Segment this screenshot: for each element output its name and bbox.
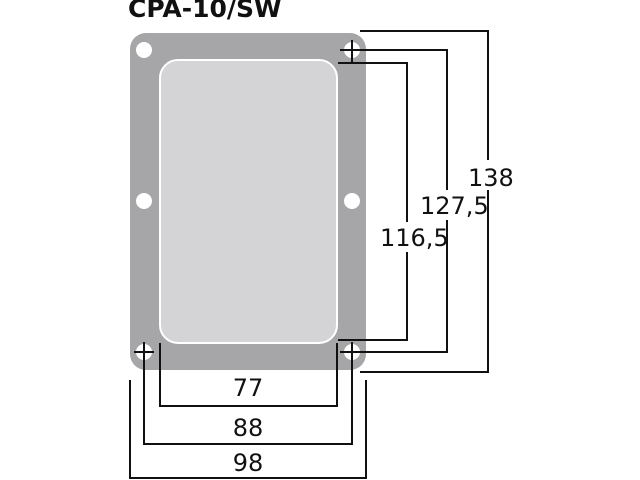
dimension-line-116-5 [338,62,408,341]
label-bg-116-5 [378,222,446,252]
label-overall-height: 138 [468,164,514,192]
label-cutout-width: 77 [233,374,264,402]
label-hole-spacing-width: 88 [233,414,264,442]
label-cutout-height: 116,5 [380,224,449,252]
diagram-title: CPA-10/SW [128,0,282,23]
dimension-line-77 [159,343,338,407]
dimension-line-138 [360,30,489,373]
inner-panel [159,59,338,344]
hole-top-left [136,42,152,58]
label-bg-138 [466,160,518,190]
hole-middle-left [136,193,152,209]
label-bg-127-5 [418,190,486,220]
label-overall-width: 98 [233,449,264,477]
hole-middle-right [344,193,360,209]
dimension-line-98 [129,380,367,479]
dimension-line-88 [134,342,353,445]
label-hole-spacing-height: 127,5 [420,192,489,220]
